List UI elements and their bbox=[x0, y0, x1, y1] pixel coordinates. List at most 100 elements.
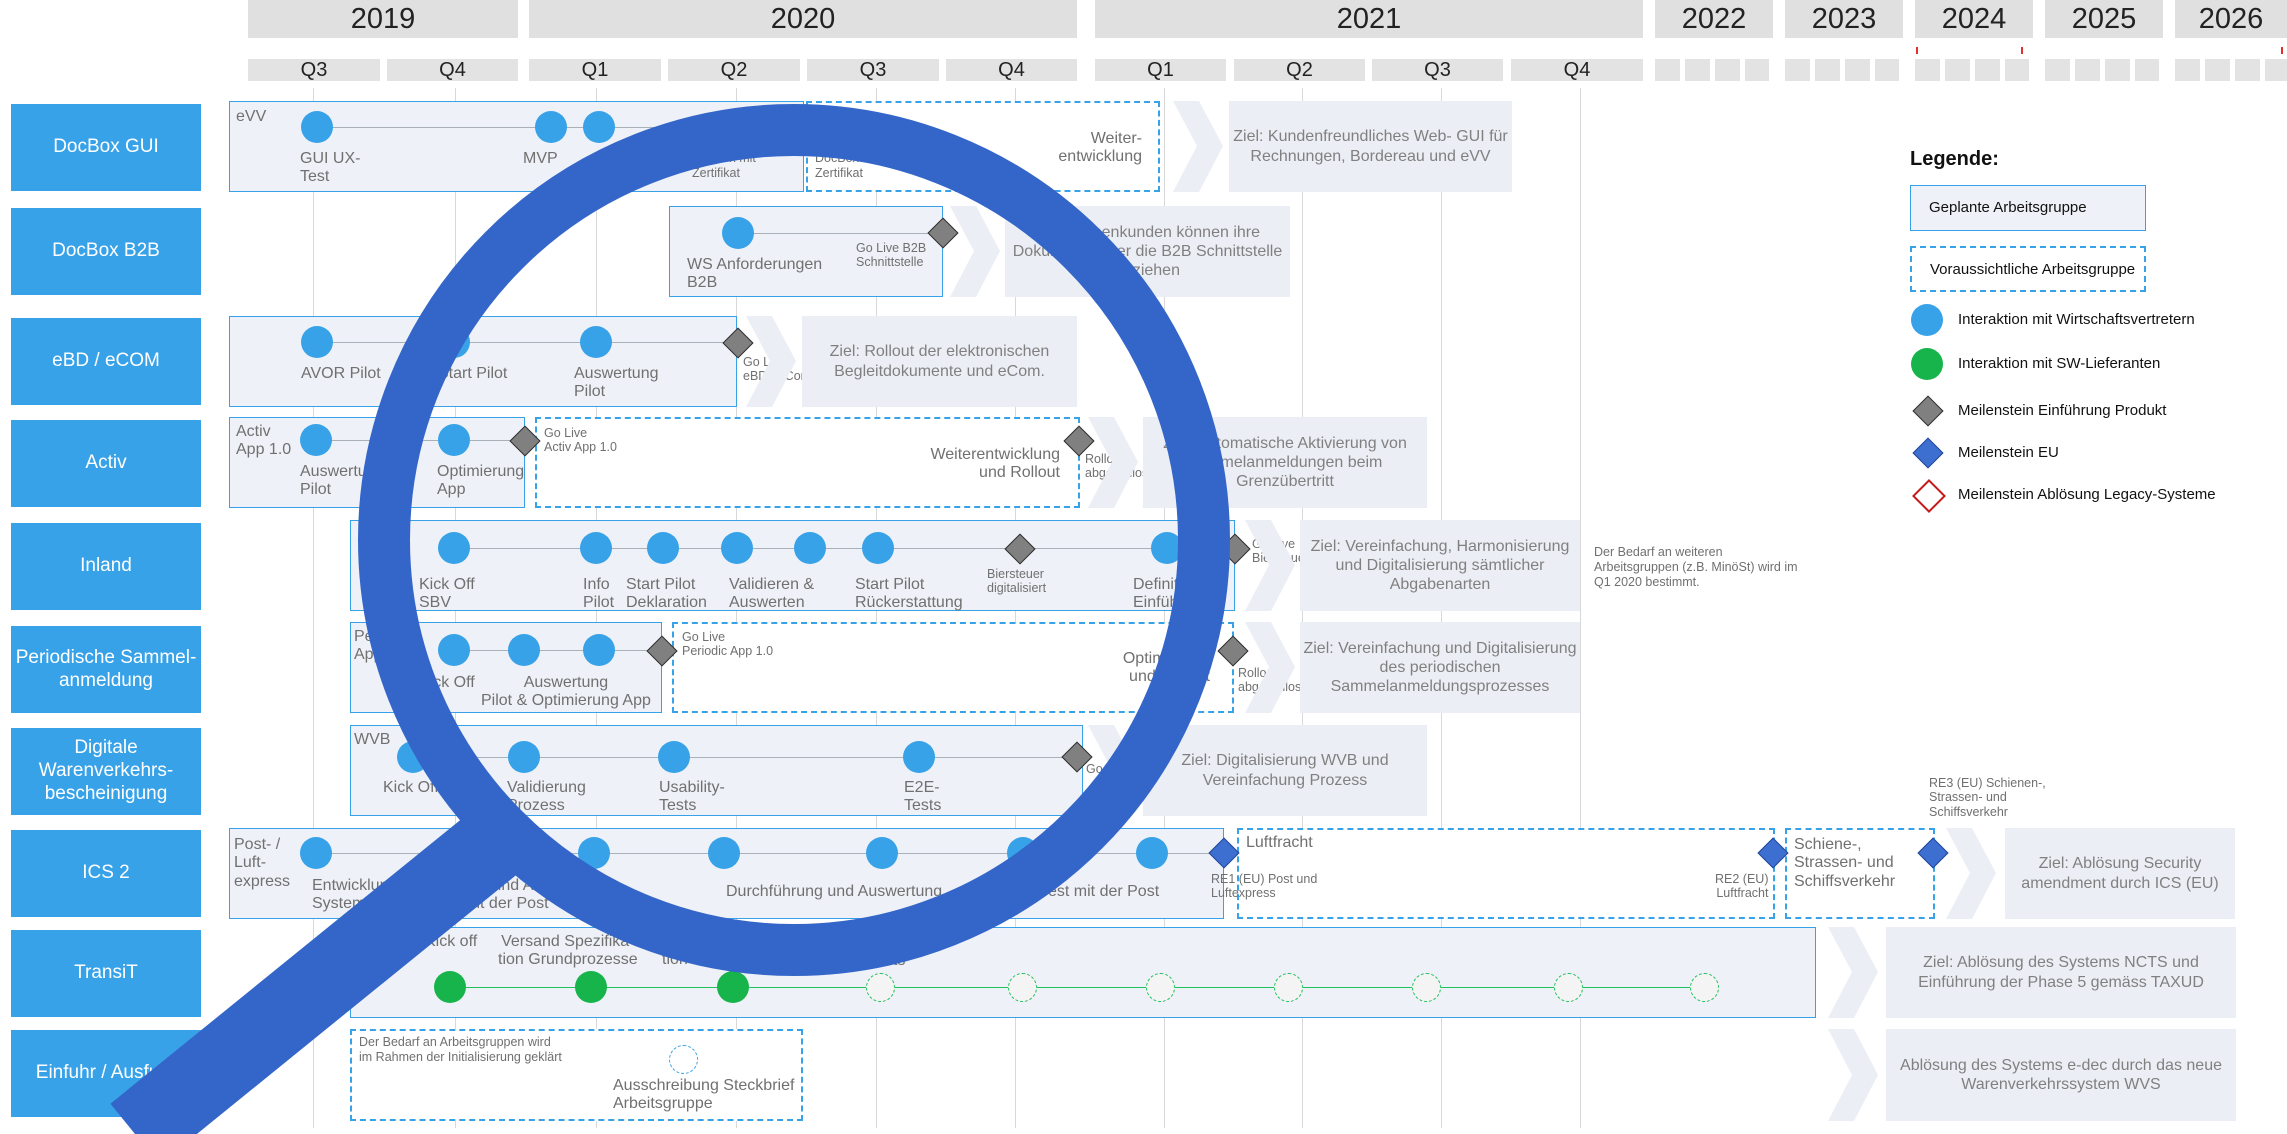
year-header-2020: 2020 bbox=[529, 0, 1077, 38]
milestone-label: Go Live Periodic App 1.0 bbox=[682, 630, 774, 659]
category-ebd-ecom: eBD / eCOM bbox=[11, 318, 201, 405]
quarter-tick-box bbox=[1945, 59, 1970, 81]
chevron-arrow-icon bbox=[1946, 828, 1996, 919]
workgroup-band bbox=[350, 520, 1235, 611]
chevron-arrow-icon bbox=[950, 206, 1000, 297]
interaction-dot bbox=[508, 741, 540, 773]
category-docbox-b2b: DocBox B2B bbox=[11, 208, 201, 295]
quarter-header: Q3 bbox=[248, 59, 380, 81]
category-inland: Inland bbox=[11, 523, 201, 610]
expected-workgroup-band bbox=[535, 417, 1080, 508]
goal-box: Ziel: Ablösung Security amendment durch … bbox=[2005, 828, 2235, 919]
gridline bbox=[1580, 88, 1581, 1128]
interaction-dot bbox=[583, 634, 615, 666]
marker-tick bbox=[2281, 47, 2283, 54]
quarter-tick-box bbox=[2235, 59, 2260, 81]
connector-line bbox=[438, 650, 660, 651]
interaction-dot bbox=[301, 326, 333, 358]
year-header-2026: 2026 bbox=[2175, 0, 2287, 38]
step-label: Start Pilot bbox=[438, 365, 508, 382]
goal-box: Ziel: Rollout der elektronischen Begleit… bbox=[802, 316, 1077, 407]
interaction-dot bbox=[438, 634, 470, 666]
connector-line bbox=[411, 757, 1075, 758]
quarter-tick-box bbox=[2105, 59, 2130, 81]
quarter-tick-box bbox=[2205, 59, 2230, 81]
step-label: E2E- Tests bbox=[904, 779, 942, 815]
category-ics2: ICS 2 bbox=[11, 830, 201, 917]
quarter-tick-box bbox=[1845, 59, 1870, 81]
marker-tick bbox=[2021, 47, 2023, 54]
legend-planned-box: Geplante Arbeitsgruppe bbox=[1910, 185, 2146, 231]
step-label: Auswertung Pilot & Optimierung App bbox=[481, 674, 651, 710]
category-periodic: Periodische Sammel- anmeldung bbox=[11, 626, 201, 713]
step-label: Versand Spezifika- tion Grundprozesse bbox=[498, 933, 638, 969]
legend-expected-box: Voraussichtliche Arbeitsgruppe bbox=[1910, 246, 2146, 292]
legend-label: Interaktion mit SW-Lieferanten bbox=[1958, 355, 2161, 372]
milestone-label: Biersteuer digitalisiert bbox=[987, 567, 1047, 596]
quarter-tick-box bbox=[1785, 59, 1810, 81]
step-label: Test mit der Post bbox=[1040, 883, 1160, 900]
interaction-dot bbox=[300, 837, 332, 869]
legend-label: Meilenstein Ablösung Legacy-Systeme bbox=[1958, 486, 2216, 503]
band-label: WVB bbox=[354, 731, 391, 748]
quarter-header: Q4 bbox=[1511, 59, 1643, 81]
connector-line bbox=[438, 548, 1233, 549]
step-label: Start Pilot Deklaration bbox=[626, 576, 707, 612]
sw-supplier-dot bbox=[575, 971, 607, 1003]
quarter-header: Q4 bbox=[946, 59, 1077, 81]
expected-workgroup-band bbox=[350, 1029, 803, 1121]
expected-workgroup-band bbox=[1237, 828, 1775, 919]
sw-supplier-dot bbox=[434, 971, 466, 1003]
chevron-arrow-icon bbox=[1245, 520, 1295, 611]
quarter-tick-box bbox=[2075, 59, 2100, 81]
interaction-dot bbox=[300, 424, 332, 456]
category-activ: Activ bbox=[11, 420, 201, 507]
milestone-label: RE3 (EU) Schienen-, Strassen- und Schiff… bbox=[1929, 776, 2046, 819]
quarter-header: Q1 bbox=[529, 59, 661, 81]
year-header-2021: 2021 bbox=[1095, 0, 1643, 38]
milestone-label: RE2 (EU) Luftfracht bbox=[1715, 872, 1769, 901]
chevron-arrow-icon bbox=[1088, 417, 1138, 508]
interaction-dot bbox=[1136, 837, 1168, 869]
step-label: Start Pilot Rückerstattung bbox=[855, 576, 963, 612]
step-label: Validierung Prozess bbox=[507, 779, 586, 815]
note-text: Der Bedarf an Arbeitsgruppen wird im Rah… bbox=[359, 1035, 562, 1064]
planned-sw-supplier-dot bbox=[866, 973, 895, 1002]
quarter-tick-box bbox=[1685, 59, 1710, 81]
chevron-arrow-icon bbox=[1828, 927, 1878, 1018]
step-label: Weiter- entwicklung bbox=[1058, 130, 1142, 166]
legend-label: Interaktion mit Wirtschaftsvertretern bbox=[1958, 311, 2195, 328]
interaction-dot bbox=[583, 111, 615, 143]
interaction-dot bbox=[535, 111, 567, 143]
goal-box: Ziel: Ablösung des Systems NCTS und Einf… bbox=[1886, 927, 2236, 1018]
band-label: eVV bbox=[236, 108, 267, 125]
interaction-dot bbox=[647, 532, 679, 564]
legend-blue-dot-icon bbox=[1911, 304, 1943, 336]
band-label: Luftfracht bbox=[1246, 834, 1313, 851]
quarter-tick-box bbox=[1655, 59, 1680, 81]
step-label: Weiterentwicklung und Rollout bbox=[930, 446, 1060, 482]
legend-green-dot-icon bbox=[1911, 348, 1943, 380]
interaction-dot bbox=[721, 532, 753, 564]
quarter-header: Q1 bbox=[1095, 59, 1226, 81]
step-label: Optimierung App bbox=[437, 463, 525, 499]
quarter-tick-box bbox=[1975, 59, 2000, 81]
connector-line bbox=[317, 853, 1224, 854]
connector-line bbox=[317, 342, 737, 343]
interaction-dot bbox=[658, 741, 690, 773]
milestone-label: Go Live B2B Schnittstelle bbox=[856, 241, 927, 270]
step-label: Ausschreibung Steckbrief Arbeitsgruppe bbox=[613, 1077, 795, 1113]
quarter-tick-box bbox=[1745, 59, 1769, 81]
legend-label: Meilenstein EU bbox=[1958, 444, 2059, 461]
goal-box: Ablösung des Systems e-dec durch das neu… bbox=[1886, 1029, 2236, 1121]
sw-supplier-dot bbox=[717, 971, 749, 1003]
interaction-dot bbox=[438, 424, 470, 456]
band-label: Post- / Luft- express bbox=[234, 836, 291, 890]
milestone-label: Go Live Activ App 1.0 bbox=[544, 426, 617, 455]
chevron-arrow-icon bbox=[1173, 101, 1223, 192]
goal-box: Ziel: Digitalisierung WVB und Vereinfach… bbox=[1143, 725, 1427, 816]
marker-tick bbox=[1916, 47, 1918, 54]
expected-workgroup-band bbox=[672, 622, 1234, 713]
interaction-dot bbox=[866, 837, 898, 869]
chevron-arrow-icon bbox=[1245, 622, 1295, 713]
